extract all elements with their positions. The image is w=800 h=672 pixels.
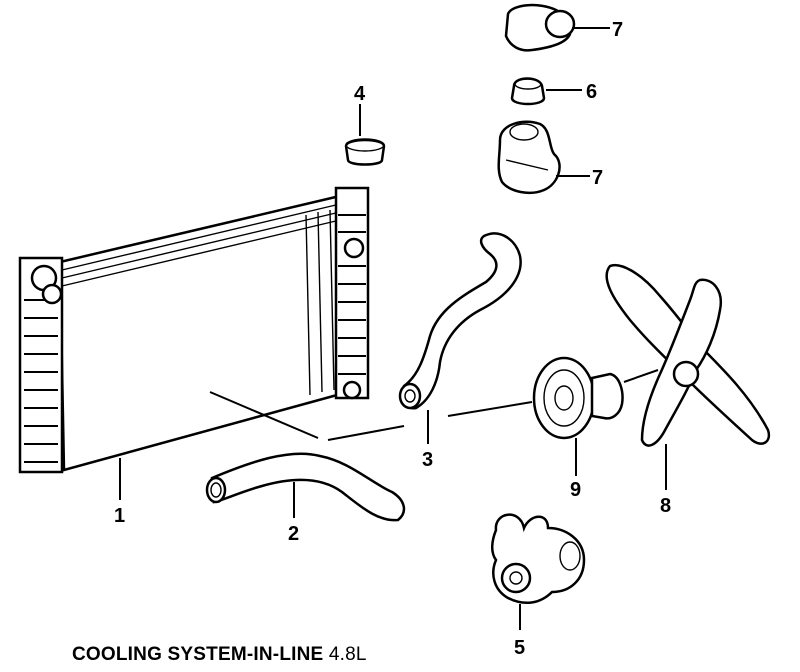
caption-title: COOLING SYSTEM-IN-LINE bbox=[72, 644, 324, 665]
callout-9: 9 bbox=[570, 479, 581, 501]
caption-engine: 4.8L bbox=[328, 644, 367, 665]
radiator-cap bbox=[344, 138, 386, 166]
diagram-caption: COOLING SYSTEM-IN-LINE 4.8L bbox=[72, 644, 367, 666]
radiator bbox=[18, 186, 370, 474]
lower-radiator-hose bbox=[205, 452, 406, 522]
callout-7-upper: 7 bbox=[612, 19, 623, 41]
callout-7-lower: 7 bbox=[592, 167, 603, 189]
thermostat bbox=[510, 77, 546, 106]
cooling-fan bbox=[605, 263, 771, 447]
callout-5: 5 bbox=[514, 637, 525, 659]
callout-8: 8 bbox=[660, 495, 671, 517]
callout-1: 1 bbox=[114, 505, 125, 527]
thermostat-housing-upper bbox=[504, 3, 576, 52]
upper-radiator-hose bbox=[398, 232, 522, 410]
callout-4: 4 bbox=[354, 83, 366, 105]
callout-leaders bbox=[119, 27, 667, 630]
thermostat-housing-lower bbox=[497, 120, 561, 194]
callout-6: 6 bbox=[586, 81, 597, 103]
water-pump bbox=[491, 513, 586, 605]
fan-clutch bbox=[532, 356, 659, 440]
callout-3: 3 bbox=[422, 449, 433, 471]
callout-2: 2 bbox=[288, 523, 299, 545]
